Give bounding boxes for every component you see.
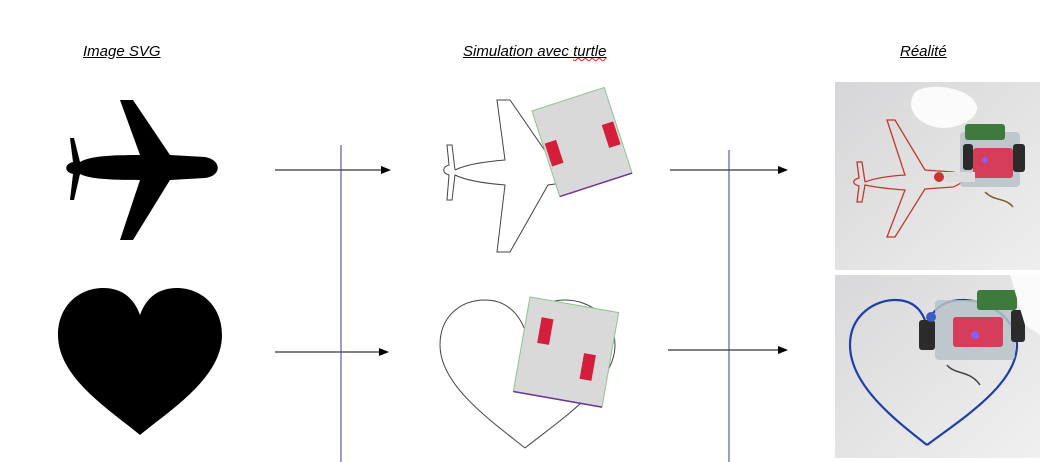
heart-icon [58,288,222,435]
photo-heart [835,275,1040,458]
robot-sim-plane [532,87,632,196]
photo-plane [835,82,1040,270]
airplane-icon [66,100,218,240]
photo-heart-art [835,275,1040,458]
robot-sim-heart [513,297,618,407]
photo-plane-art [835,82,1040,270]
robot-body [513,297,618,407]
